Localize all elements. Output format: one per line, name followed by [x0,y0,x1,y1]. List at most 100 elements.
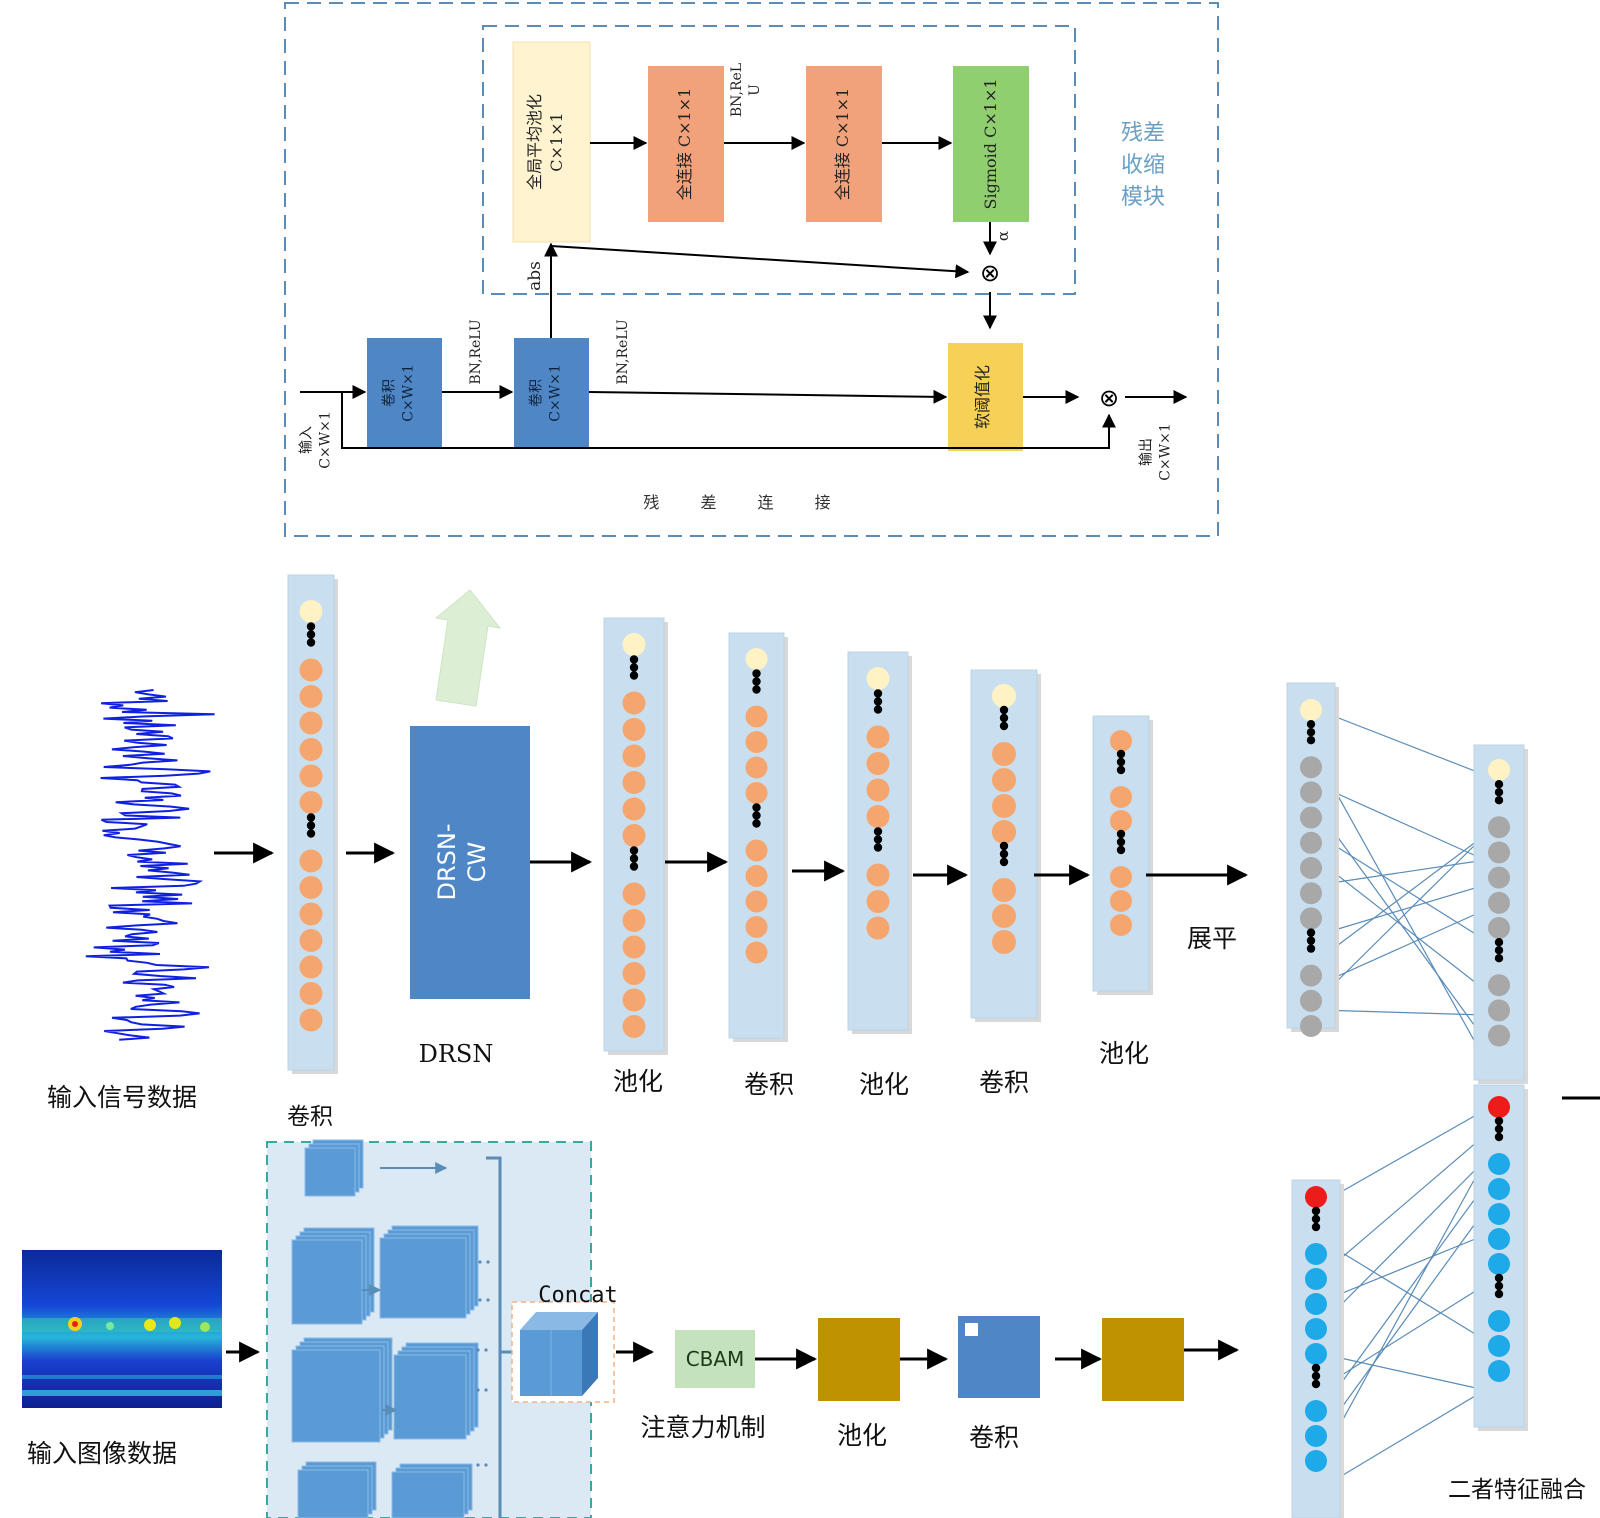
neuron-node [866,778,890,802]
fusion-connection-line [1317,1389,1486,1491]
bnrelu-label-2: BN,ReLU [615,319,631,384]
neuron-node [745,705,768,728]
neuron-node [622,935,646,959]
ellipsis-dot [1494,780,1504,789]
neuron-node [1300,989,1322,1012]
module-outer-frame [284,2,1219,537]
neuron-node [992,742,1016,766]
ellipsis-dot [1311,1363,1321,1373]
ellipsis-dot [752,677,761,686]
ellipsis-dot [306,630,316,639]
inception-conv-block [391,1471,465,1518]
neuron-node [299,791,323,814]
pool-layer-column-3 [1092,715,1153,995]
neuron-node [299,738,323,761]
fusion-label: 二者特征融合 [1448,1477,1586,1503]
neuron-node [745,648,768,670]
fusion-connection-line [1317,1184,1486,1416]
ellipsis-dot [999,857,1009,867]
ellipsis-dot [1494,938,1504,947]
neuron-node [299,876,323,899]
ellipsis-dot [1494,1289,1504,1299]
concat-label: Concat [538,1283,617,1308]
neuron-node [1488,917,1510,939]
fusion-connections [1317,709,1486,1491]
soft-threshold-block [948,343,1023,451]
neuron-node [1305,1293,1327,1315]
ellipsis-dot [1494,796,1504,805]
conv1-block [367,338,442,448]
ellipsis-dot [306,638,316,647]
neuron-node [1488,1360,1510,1382]
neuron-node [1305,1400,1327,1422]
attention-label: 注意力机制 [640,1413,765,1442]
neuron-node [299,849,323,873]
fusion-connection-line [1317,1159,1486,1329]
neuron-node [1300,882,1322,905]
ellipsis-dot [999,705,1009,715]
neuron-node [1488,974,1510,997]
neuron-node [1300,964,1322,987]
neuron-node [622,797,646,821]
neuron-node [622,882,646,906]
neuron-node [745,756,768,779]
fusion-connection-line [1317,784,1486,861]
inception-conv-block [379,1237,467,1319]
inception-conv-block [393,1354,467,1440]
ellipsis-dot [1311,1379,1321,1389]
signal-input-label: 输入信号数据 [47,1083,197,1112]
column-body [728,632,785,1039]
neuron-node [866,752,890,775]
fusion-connection-line [1317,1109,1486,1206]
neuron-node [1110,810,1132,832]
ellipsis-dot [486,1298,490,1302]
ellipsis-dot [629,846,639,855]
input-image-spectrogram [22,1250,222,1408]
neuron-node [1488,841,1510,864]
bnrelu-label-1: BN,ReLU [468,319,484,384]
neuron-node [1110,914,1132,936]
ellipsis-dot [484,1463,488,1467]
neuron-node [1300,1015,1322,1037]
image-pool-label: 池化 [837,1421,887,1450]
pool-layer-column-2 [847,651,912,1034]
inception-conv-block [297,1469,369,1518]
neuron-node [1488,999,1510,1022]
neuron-node [992,768,1016,792]
ellipsis-dot [306,821,316,830]
ellipsis-dot [1494,788,1504,797]
neuron-node [622,962,646,985]
ellipsis-dot [476,1348,480,1352]
neuron-node [1305,1268,1327,1290]
sigmoid-block [953,66,1029,222]
skip-connection-label: 残 差 连 接 [643,493,848,512]
ellipsis-dot [629,655,639,664]
neuron-node [1305,1425,1327,1447]
ellipsis-dot [1306,928,1316,937]
neuron-node [992,904,1016,928]
ellipsis-dot [1494,1281,1504,1291]
neuron-node [866,667,890,690]
neuron-node [1488,1203,1510,1225]
ellipsis-dot [629,663,639,672]
fc2-block-label: 全连接 C×1×1 [833,88,852,201]
ellipsis-dot [999,841,1009,851]
ellipsis-dot [999,721,1009,731]
ellipsis-dot [1116,749,1126,759]
image-pool-block-2 [1102,1318,1184,1401]
ellipsis-dot [1311,1206,1321,1216]
fusion-connection-line [1317,709,1486,776]
ellipsis-dot [486,1260,490,1264]
ellipsis-dot [1494,1132,1504,1142]
ellipsis-dot [873,843,883,852]
ellipsis-dot [873,689,883,698]
ellipsis-dot [1494,1116,1504,1126]
image-pool-block-1 [818,1318,900,1401]
conv-layer-label-2: 卷积 [744,1070,794,1099]
neuron-node [1300,781,1322,804]
neuron-node [622,771,646,794]
neuron-node [1488,891,1510,914]
